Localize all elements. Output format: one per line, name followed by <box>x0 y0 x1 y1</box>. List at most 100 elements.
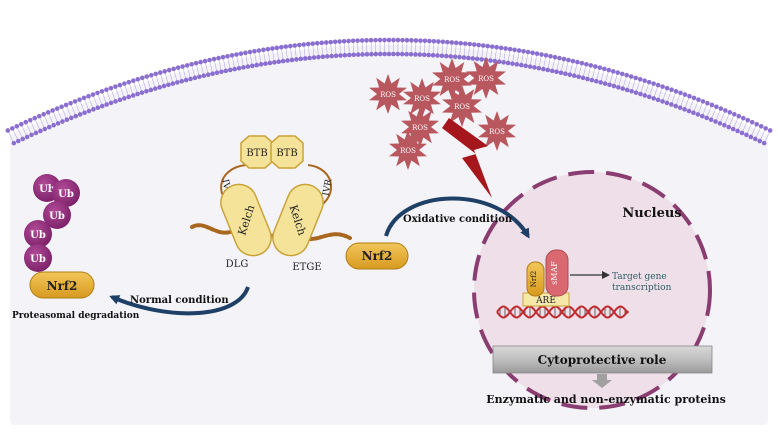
membrane-lipid-head <box>762 141 767 146</box>
membrane-lipid-head <box>176 65 181 70</box>
membrane-lipid-head <box>29 133 34 138</box>
membrane-lipid-head <box>541 67 546 72</box>
membrane-lipid-head <box>15 124 20 129</box>
membrane-lipid-head <box>436 39 441 44</box>
membrane-lipid-head <box>506 61 511 66</box>
membrane-lipid-head <box>347 53 352 58</box>
membrane-lipid-head <box>312 55 317 60</box>
membrane-lipid-head <box>396 52 401 57</box>
membrane-lipid-head <box>78 112 83 117</box>
membrane-lipid-head <box>603 81 608 86</box>
cytoprotective-label: Cytoprotective role <box>538 353 667 367</box>
membrane-lipid-head <box>515 62 520 67</box>
membrane-lipid-head <box>315 41 320 46</box>
membrane-lipid-head <box>281 59 286 64</box>
membrane-lipid-head <box>270 46 275 51</box>
membrane-lipid-head <box>82 110 87 115</box>
are-label: ARE <box>535 296 556 306</box>
ros-label: ROS <box>414 95 430 103</box>
membrane-lipid-head <box>259 62 264 67</box>
membrane-lipid-head <box>25 135 30 140</box>
membrane-lipid-head <box>20 137 25 142</box>
membrane-lipid-head <box>153 86 158 91</box>
membrane-lipid-head <box>243 51 248 56</box>
membrane-lipid-head <box>753 137 758 142</box>
membrane-lipid-head <box>523 64 528 69</box>
membrane-lipid-head <box>73 114 78 119</box>
membrane-lipid-head <box>612 84 617 89</box>
membrane-lipid-head <box>557 56 562 61</box>
membrane-lipid-head <box>503 46 508 51</box>
membrane-lipid-head <box>248 50 253 55</box>
membrane-lipid-head <box>422 52 427 57</box>
membrane-lipid-head <box>423 39 428 44</box>
membrane-lipid-head <box>731 127 736 132</box>
membrane-lipid-head <box>382 52 387 57</box>
membrane-lipid-head <box>687 109 692 114</box>
membrane-lipid-head <box>188 77 193 82</box>
membrane-lipid-head <box>285 58 290 63</box>
membrane-lipid-head <box>179 79 184 84</box>
membrane-lipid-head <box>400 38 405 43</box>
membrane-lipid-head <box>41 112 46 117</box>
ub-label: Ub <box>49 211 65 222</box>
membrane-lipid-head <box>620 86 625 91</box>
membrane-lipid-head <box>517 48 522 53</box>
membrane-lipid-head <box>448 54 453 59</box>
membrane-lipid-head <box>86 94 91 99</box>
membrane-lipid-head <box>272 60 277 65</box>
membrane-lipid-head <box>334 53 339 58</box>
membrane-lipid-head <box>678 91 683 96</box>
membrane-lipid-head <box>638 92 643 97</box>
membrane-lipid-head <box>126 95 131 100</box>
membrane-lipid-head <box>294 57 299 62</box>
membrane-lipid-head <box>201 73 206 78</box>
membrane-lipid-head <box>113 99 118 104</box>
membrane-lipid-head <box>232 67 237 72</box>
membrane-lipid-head <box>12 141 17 146</box>
membrane-lipid-head <box>615 70 620 75</box>
membrane-lipid-head <box>19 122 24 127</box>
membrane-lipid-head <box>466 56 471 61</box>
membrane-lipid-head <box>413 52 418 57</box>
membrane-lipid-head <box>96 105 101 110</box>
membrane-lipid-head <box>719 106 724 111</box>
membrane-lipid-head <box>122 81 127 86</box>
membrane-lipid-head <box>611 69 616 74</box>
membrane-lipid-head <box>104 87 109 92</box>
membrane-lipid-head <box>593 64 598 69</box>
membrane-lipid-head <box>696 97 701 102</box>
membrane-lipid-head <box>73 99 78 104</box>
membrane-lipid-head <box>329 54 334 59</box>
membrane-lipid-head <box>633 76 638 81</box>
membrane-lipid-head <box>387 38 392 43</box>
membrane-lipid-head <box>171 81 176 86</box>
membrane-lipid-head <box>512 48 517 53</box>
membrane-lipid-head <box>149 88 154 93</box>
membrane-lipid-head <box>257 48 262 53</box>
membrane-lipid-head <box>87 109 92 114</box>
membrane-lipid-head <box>757 139 762 144</box>
membrane-lipid-head <box>535 51 540 56</box>
membrane-lipid-head <box>82 96 87 101</box>
membrane-lipid-head <box>118 98 123 103</box>
membrane-lipid-head <box>378 38 383 43</box>
membrane-lipid-head <box>432 39 437 44</box>
membrane-lipid-head <box>166 83 171 88</box>
membrane-lipid-head <box>409 38 414 43</box>
membrane-lipid-head <box>254 63 259 68</box>
membrane-lipid-head <box>219 69 224 74</box>
membrane-lipid-head <box>660 99 665 104</box>
membrane-lipid-head <box>400 52 405 57</box>
membrane-lipid-head <box>458 41 463 46</box>
membrane-lipid-head <box>373 52 378 57</box>
membrane-lipid-head <box>444 54 449 59</box>
membrane-lipid-head <box>745 118 750 123</box>
membrane-lipid-head <box>629 74 634 79</box>
membrane-lipid-head <box>109 86 114 91</box>
membrane-lipid-head <box>585 77 590 82</box>
membrane-lipid-head <box>157 85 162 90</box>
membrane-lipid-head <box>607 68 612 73</box>
membrane-lipid-head <box>647 95 652 100</box>
membrane-lipid-head <box>131 78 136 83</box>
